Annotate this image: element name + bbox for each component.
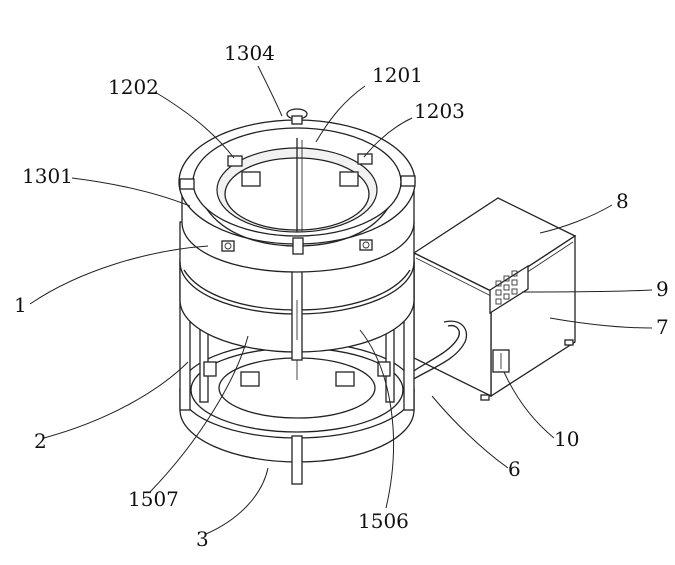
label-8: 8 bbox=[616, 189, 629, 213]
top-ring bbox=[178, 108, 416, 273]
label-2: 2 bbox=[34, 429, 47, 453]
label-1203: 1203 bbox=[414, 99, 465, 123]
keypad-buttons bbox=[495, 270, 518, 305]
label-6: 6 bbox=[508, 457, 521, 481]
leader-lines bbox=[29, 65, 653, 535]
base-tab bbox=[291, 435, 303, 485]
label-1301: 1301 bbox=[22, 164, 73, 188]
label-1507: 1507 bbox=[128, 487, 179, 511]
label-7: 7 bbox=[656, 315, 669, 339]
reference-labels: 1304 1201 1202 1203 1301 8 1 9 7 2 10 6 … bbox=[14, 41, 669, 551]
label-1304: 1304 bbox=[224, 41, 275, 65]
ring-tab-right bbox=[400, 175, 416, 187]
label-1201: 1201 bbox=[372, 63, 423, 87]
label-3: 3 bbox=[196, 527, 209, 551]
hose-inner bbox=[411, 320, 468, 381]
hose-outer bbox=[411, 324, 460, 373]
ring-tab-front bbox=[292, 237, 304, 255]
label-10: 10 bbox=[554, 427, 579, 451]
label-1506: 1506 bbox=[358, 509, 409, 533]
control-box bbox=[412, 197, 577, 401]
ring-tab-left bbox=[179, 178, 195, 190]
label-1: 1 bbox=[14, 293, 27, 317]
upper-clamps bbox=[221, 153, 373, 252]
label-9: 9 bbox=[656, 277, 669, 301]
label-1202: 1202 bbox=[108, 75, 159, 99]
base-ring bbox=[179, 341, 415, 485]
